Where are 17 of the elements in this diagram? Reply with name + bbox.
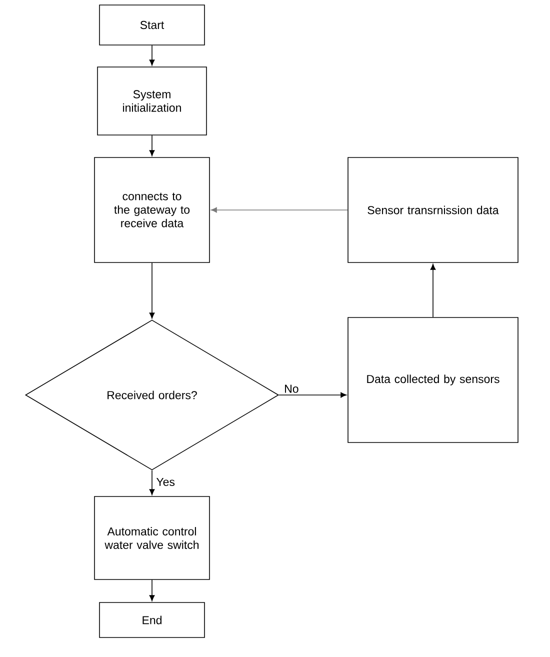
process-box: System initialization	[97, 66, 207, 136]
arrow	[149, 135, 155, 156]
edge-label: No	[283, 384, 300, 394]
process-box: End	[99, 602, 205, 638]
arrow	[210, 207, 348, 213]
process-box: Start	[99, 4, 205, 46]
process-box: connects to the gateway to receive data	[94, 157, 210, 263]
arrow	[149, 45, 155, 66]
arrow	[149, 580, 155, 602]
process-box: Data collected by sensors	[348, 317, 518, 443]
arrow	[149, 470, 155, 496]
process-box: Automatic control water valve switch	[94, 496, 210, 580]
arrow	[278, 392, 347, 398]
arrow	[430, 264, 436, 318]
process-box: Sensor transrnission data	[348, 157, 518, 263]
arrow	[149, 262, 155, 319]
edge-label: Yes	[155, 476, 176, 487]
